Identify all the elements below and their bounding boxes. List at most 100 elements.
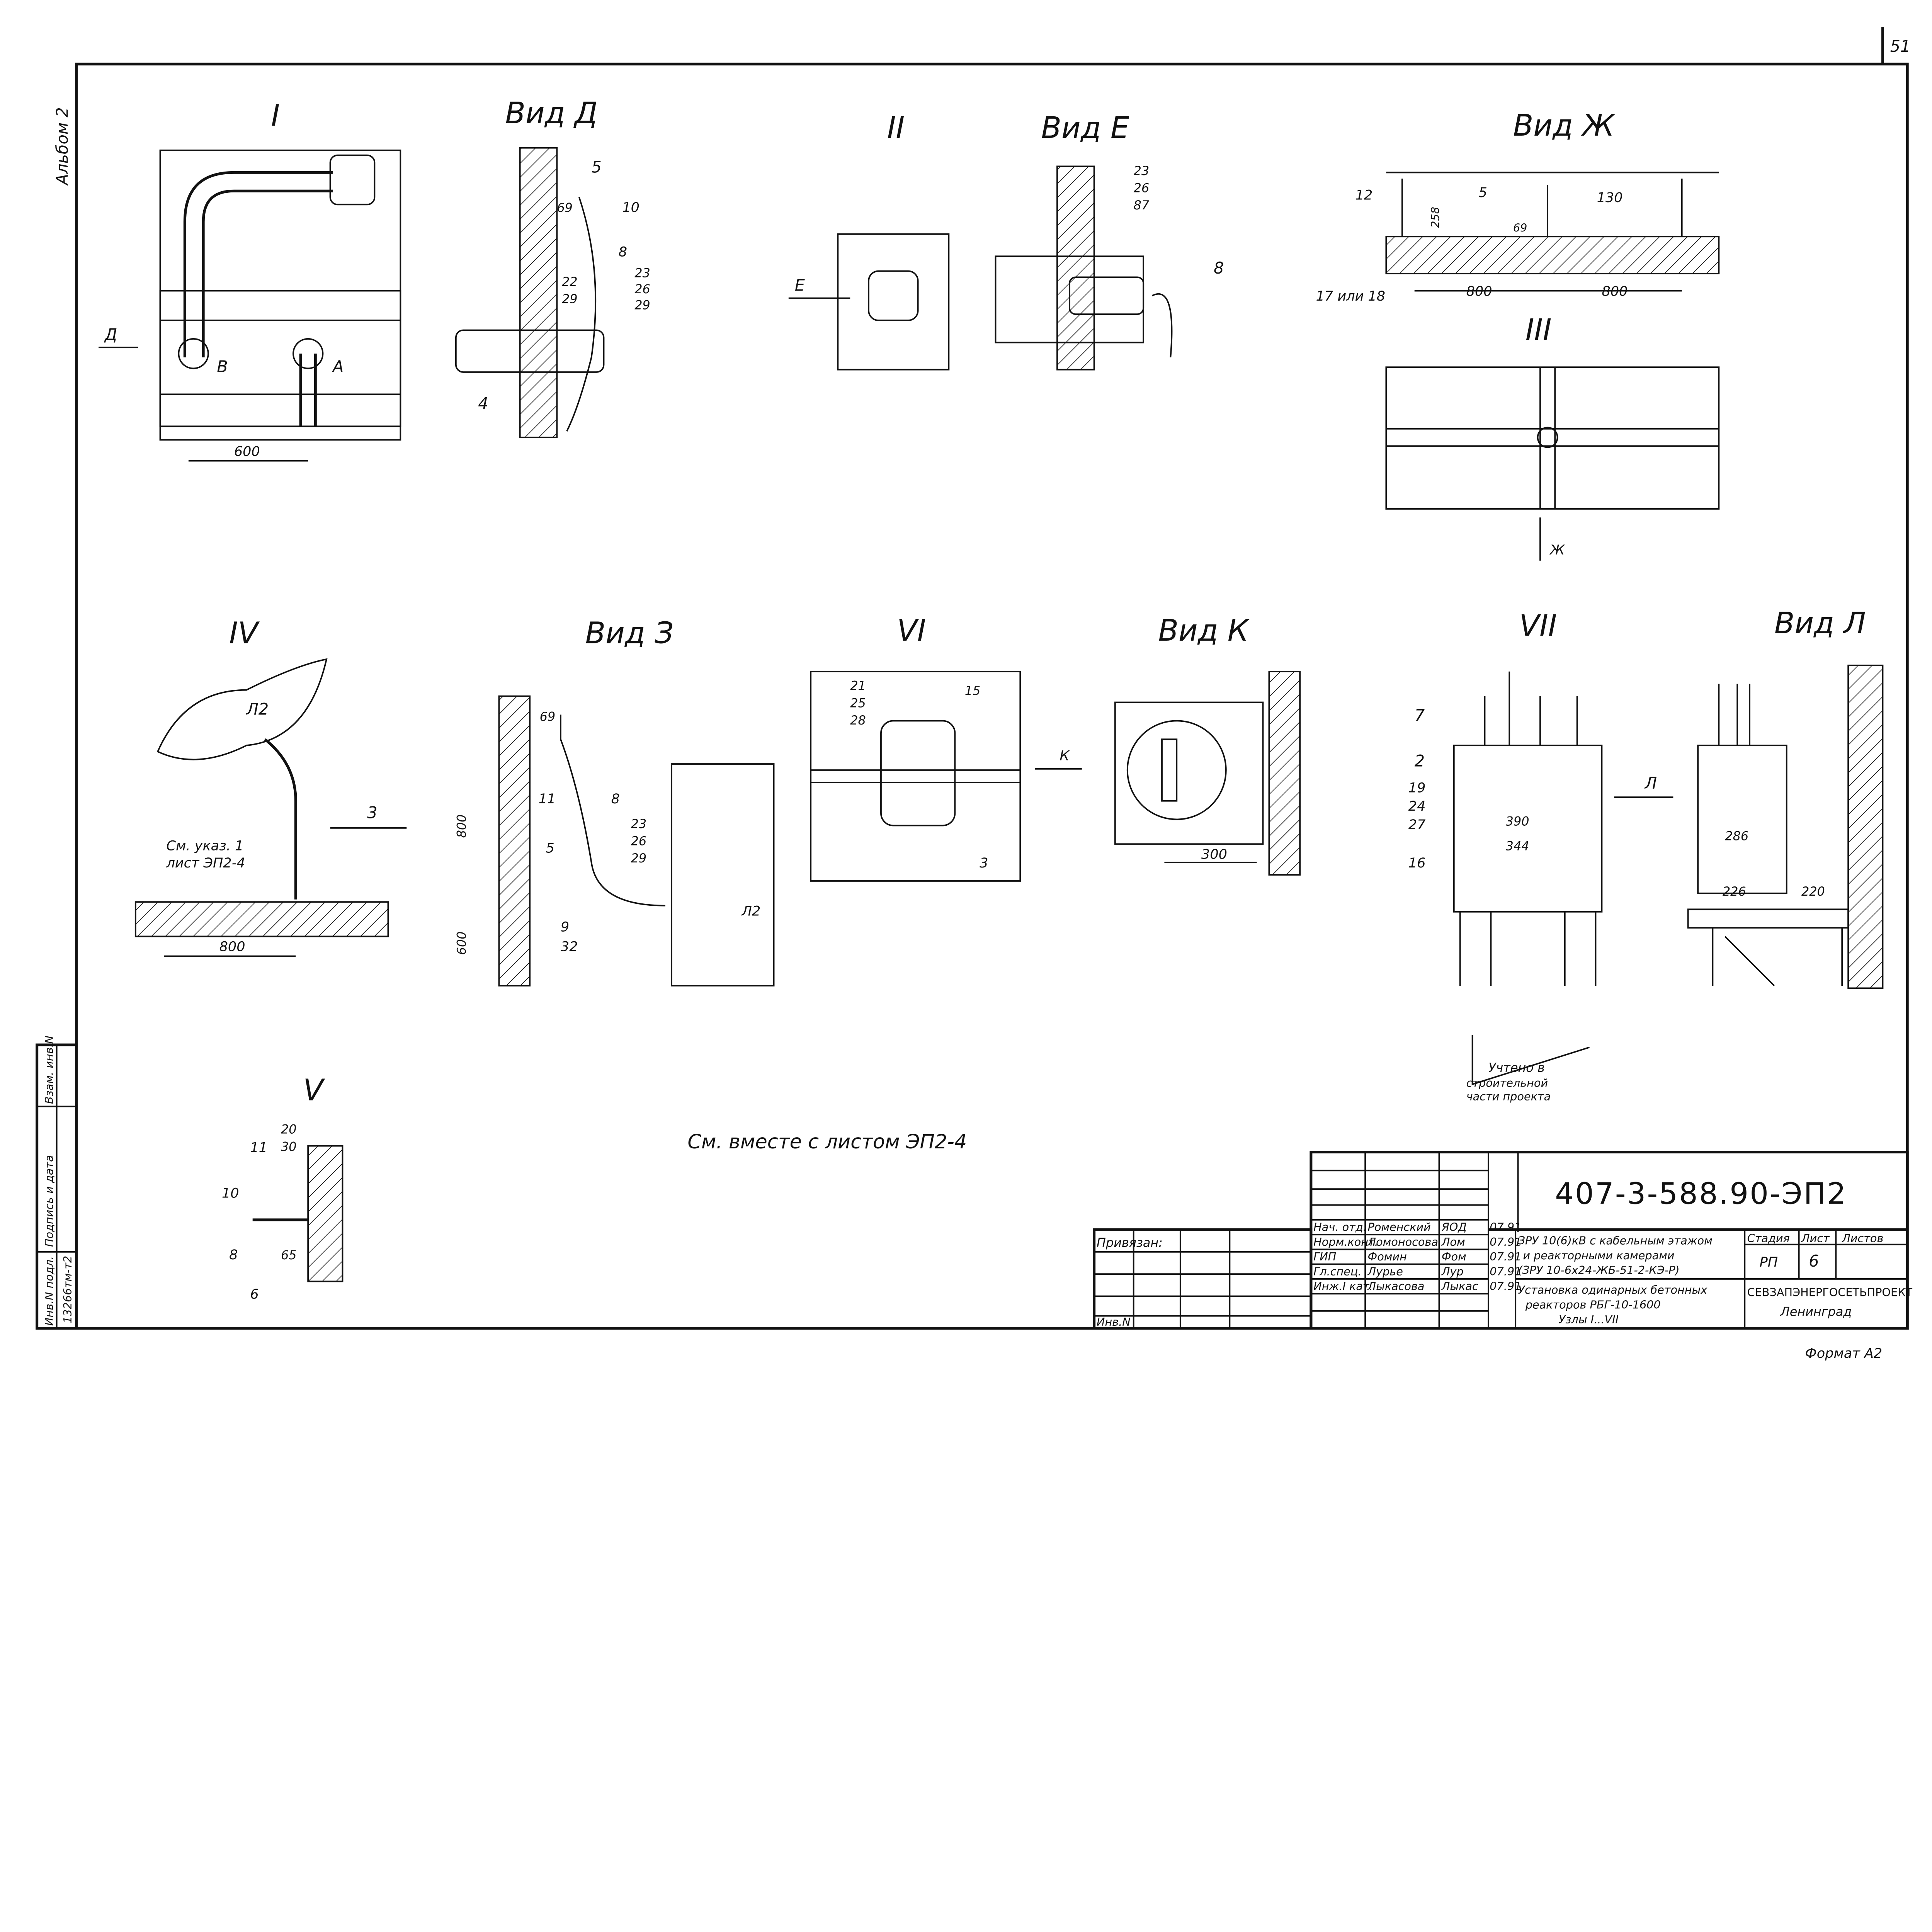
drawing-label: 226 (1723, 884, 1746, 899)
drawing-label: Лыкас (1441, 1280, 1478, 1293)
drawing-label: лист ЭП2-4 (166, 855, 245, 871)
drawing-label: 23 (634, 265, 650, 280)
view-L: Вид Л 286 226 220 (1687, 606, 1884, 989)
drawing-label: В (217, 357, 228, 376)
drawing-label: 7 (1415, 706, 1425, 724)
drawing-label: 8 (229, 1247, 238, 1263)
drawing-label: 69 (557, 200, 573, 215)
drawing-label: Норм.конт. (1313, 1235, 1378, 1248)
drawing-label: Л (1644, 774, 1657, 793)
drawing-label: 17 или 18 (1316, 288, 1386, 304)
drawing-sheet: 51 Альбом 2 Формат А2 Взам. инв.N Подпис… (36, 27, 1913, 1361)
view-III: III Ж (1385, 313, 1720, 561)
drawing-label: Л2 (741, 903, 761, 919)
drawing-label: 286 (1725, 829, 1748, 844)
drawing-label: Лур (1441, 1265, 1464, 1278)
drawing-label: 3 (980, 855, 988, 871)
sheet-frame (75, 63, 1909, 1330)
organization: СЕВЗАПЭНЕРГОСЕТЬПРОЕКТ (1747, 1286, 1913, 1299)
view-title: II (887, 111, 905, 145)
drawing-label: 800 (1466, 283, 1492, 299)
drawing-label: Нач. отд. (1313, 1221, 1367, 1234)
view-Zh: Вид Ж 12 5 130 258 69 17 или 18 800 800 (1316, 109, 1720, 304)
drawing-label: Фомин (1368, 1250, 1407, 1263)
drawing-label: См. указ. 1 (166, 838, 243, 854)
drawing-label: 10 (222, 1185, 239, 1201)
drawing-label: 07.91 (1490, 1221, 1521, 1234)
drawing-label: 29 (634, 298, 650, 312)
drawing-label: Инж.I кат. (1313, 1280, 1373, 1293)
drawing-label: 11 (538, 791, 556, 807)
drawing-label: 5 (1479, 185, 1487, 201)
view-IV: IV Л2 См. указ. 1 лист ЭП2-4 800 3 (134, 616, 407, 957)
drawing-label: 27 (1408, 817, 1426, 833)
drawing-label: 600 (234, 444, 260, 459)
stage-value: РП (1760, 1254, 1778, 1270)
drawing-label: Ломоносова (1367, 1235, 1438, 1248)
drawing-label: Учтено в (1488, 1060, 1545, 1075)
drawing-label: 32 (561, 939, 578, 955)
view-II: II Е (788, 111, 950, 371)
desc-line-3: (ЗРУ 10-6х24-ЖБ-51-2-КЭ-Р) (1518, 1264, 1680, 1277)
format-label: Формат А2 (1805, 1345, 1883, 1361)
drawing-label: 22 (562, 274, 578, 289)
view-title: Вид Ж (1513, 109, 1616, 143)
drawing-label: 26 (1134, 180, 1150, 195)
drawing-label: 29 (631, 851, 647, 866)
drawing-label: Д (104, 325, 117, 344)
drawing-label: 2 (1415, 752, 1425, 770)
view-title: VI (897, 614, 926, 648)
view-VI: VI 21 25 28 15 3 К (810, 614, 1082, 882)
drawing-label: Ж (1549, 542, 1565, 558)
view-title: Вид К (1158, 614, 1250, 648)
drawing-label: Роменский (1368, 1221, 1431, 1234)
page-number: 51 (1890, 37, 1911, 56)
drawing-label: 26 (631, 834, 647, 849)
drawing-label: 8 (1214, 259, 1224, 277)
drawing-label: 220 (1801, 884, 1825, 899)
stamp-podpis: Подпись и дата (43, 1155, 56, 1247)
document-code: 407-3-588.90-ЭП2 (1555, 1177, 1847, 1211)
view-Z: Вид З 69 11 8 5 23 26 29 9 32 Л2 800 600 (454, 616, 775, 986)
drawing-label: К (1060, 748, 1070, 764)
desc-line-2: и реакторными камерами (1523, 1249, 1674, 1262)
sheet-value: 6 (1809, 1252, 1819, 1270)
view-title: I (271, 99, 280, 133)
view-title: IV (229, 616, 260, 651)
drawing-label: 21 (850, 679, 866, 693)
sheets-header: Листов (1842, 1231, 1883, 1245)
drawing-label: 10 (622, 199, 639, 215)
drawing-label: 300 (1201, 847, 1227, 862)
view-I: I В А Д 600 (99, 99, 401, 462)
drawing-label: 16 (1408, 855, 1426, 871)
drawing-label: строительной (1466, 1077, 1548, 1090)
drawing-label: 07.91 (1490, 1250, 1521, 1263)
stamp-vzam: Взам. инв.N (43, 1036, 56, 1104)
view-D: Вид Д 5 69 10 8 22 29 23 26 29 4 (455, 96, 650, 438)
side-stamp: Взам. инв.N Подпись и дата Инв.N подл. 1… (36, 1036, 78, 1330)
drawing-label: 69 (540, 709, 556, 724)
inv-label: Инв.N (1097, 1315, 1131, 1328)
drawing-label: 07.91 (1490, 1265, 1521, 1278)
view-V: V 20 30 11 10 8 65 6 (222, 1073, 344, 1302)
drawing-label: 4 (478, 395, 488, 413)
view-title: III (1526, 313, 1552, 347)
drawing-label: А (332, 357, 344, 376)
drawing-label: Лурье (1367, 1265, 1403, 1278)
drawing-label: 258 (1429, 207, 1442, 228)
drawing-label: Е (795, 276, 805, 295)
stamp-inv-value: 13266тм-т2 (61, 1256, 74, 1323)
note-see-also: См. вместе с листом ЭП2-4 (687, 1131, 967, 1153)
drawing-label: 20 (281, 1122, 297, 1137)
view-title: Вид Е (1041, 111, 1129, 145)
sheet-header: Лист (1801, 1231, 1830, 1245)
drawing-label: 800 (1602, 283, 1628, 299)
title-line-1: Установка одинарных бетонных (1518, 1283, 1708, 1296)
signature-rows: Нач. отд. Роменский ЯОД 07.91 Норм.конт.… (1313, 1221, 1521, 1293)
drawing-label: 3 (367, 803, 377, 822)
privyazan-label: Привязан: (1097, 1235, 1163, 1250)
drawing-label: Лом (1441, 1235, 1465, 1248)
stage-header: Стадия (1747, 1231, 1790, 1245)
drawing-label: 23 (631, 816, 647, 831)
drawing-label: 8 (611, 791, 620, 807)
